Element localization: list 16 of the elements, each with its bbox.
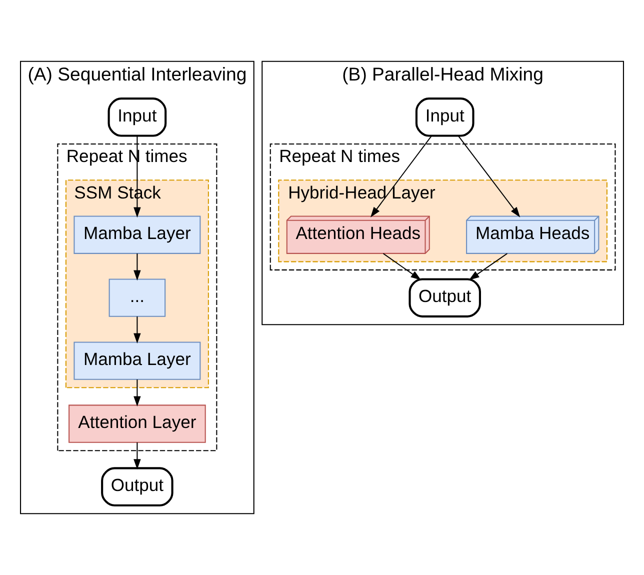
node-box: Output: [408, 278, 481, 318]
arrow: [134, 442, 141, 470]
arrow: [458, 135, 520, 218]
arrow: [134, 254, 141, 281]
node-box: Mamba Layer: [74, 216, 201, 254]
arrow: [134, 379, 141, 407]
node-box: Input: [108, 98, 167, 137]
arrow: [468, 253, 508, 280]
node-box: ...: [108, 278, 166, 317]
node-box: Input: [415, 98, 474, 137]
arrow: [382, 253, 422, 280]
arrow: [370, 135, 432, 218]
node-box: Mamba Layer: [74, 342, 201, 380]
node-box: Attention Layer: [68, 404, 206, 443]
arrow: [134, 316, 141, 344]
node-box: Output: [101, 467, 174, 506]
